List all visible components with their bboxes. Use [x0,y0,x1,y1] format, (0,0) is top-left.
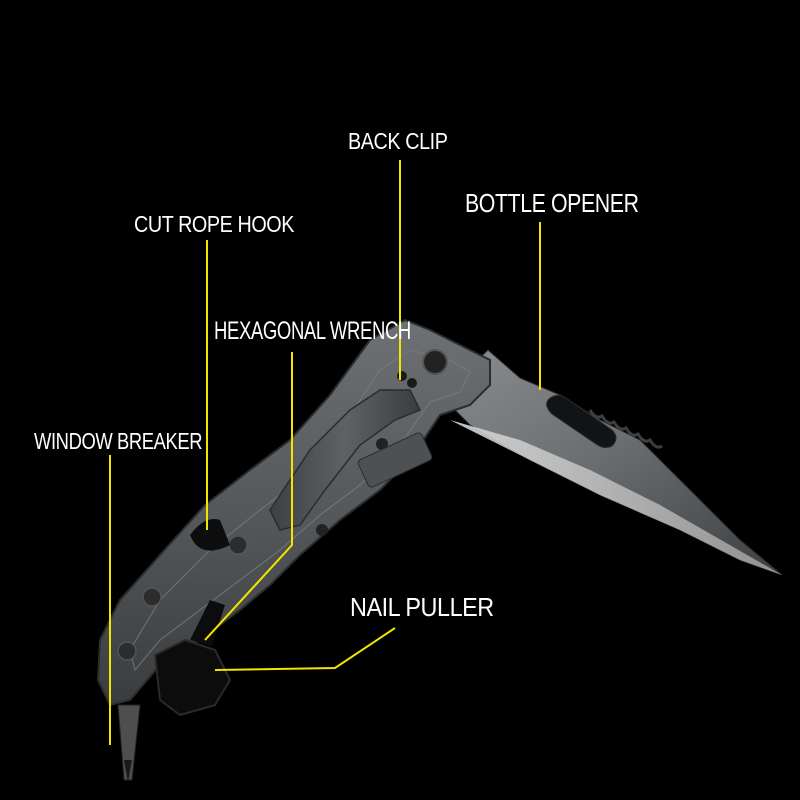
label-window-breaker: WINDOW BREAKER [34,428,203,454]
label-back-clip: BACK CLIP [348,128,448,154]
back-clip [269,371,433,531]
label-hexagonal-wrench: HEXAGONAL WRENCH [214,317,411,345]
blade [439,349,783,576]
leader-lines [109,160,541,745]
label-cut-rope-hook: CUT ROPE HOOK [134,211,295,237]
hexagonal-wrench [153,600,232,717]
leader-hexagonal-wrench [204,352,293,641]
label-nail-puller: NAIL PULLER [350,592,494,622]
leader-nail-puller [214,627,396,671]
handle [96,318,491,782]
label-bottle-opener: BOTTLE OPENER [465,188,639,218]
